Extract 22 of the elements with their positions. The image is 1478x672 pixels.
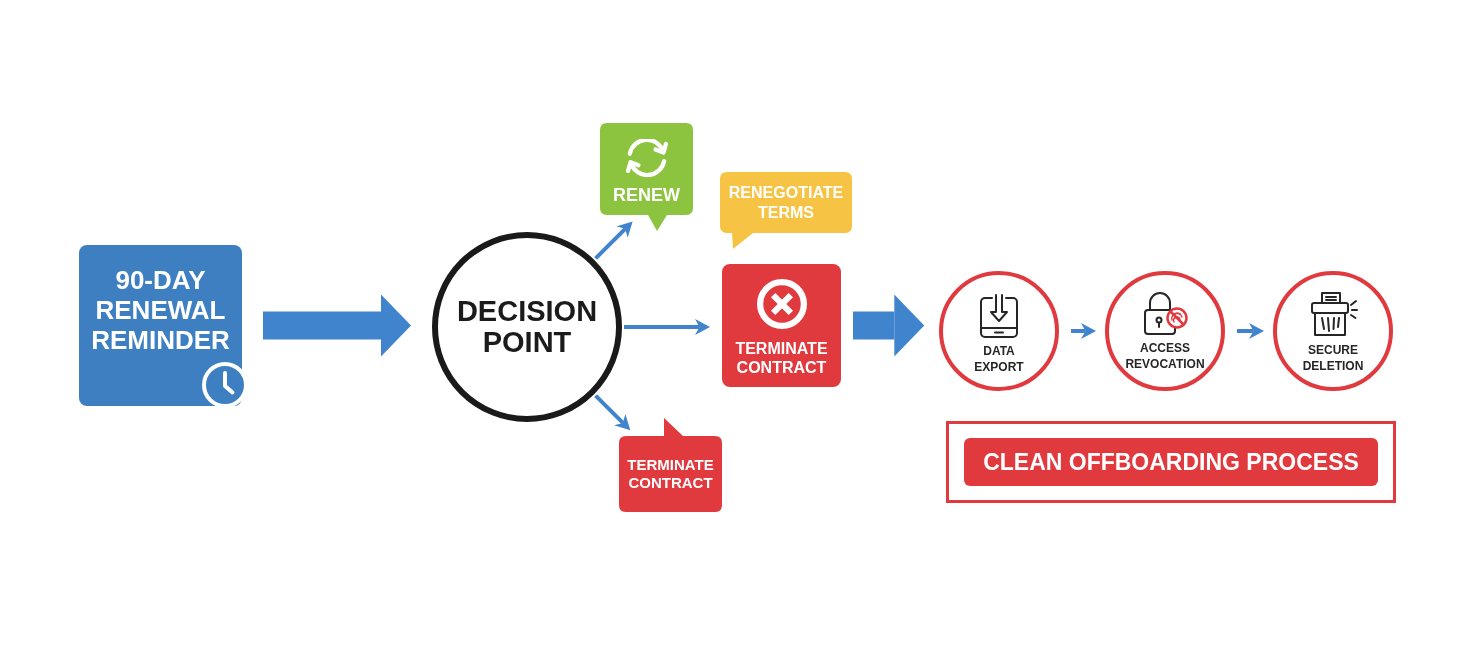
arrow — [1071, 323, 1096, 339]
node-label: RENEW — [613, 184, 680, 206]
speech-bubble — [600, 123, 693, 231]
node-label: ACCESS REVOCATION — [1124, 340, 1206, 372]
node-label: DATA EXPORT — [973, 343, 1025, 375]
block-arrow — [853, 294, 925, 357]
banner-frame — [946, 421, 1396, 503]
arrow — [624, 319, 710, 335]
node-label: TERMINATE CONTRACT — [734, 339, 829, 377]
arrow — [594, 394, 631, 431]
speech-bubble — [720, 172, 852, 249]
node-label: RENEGOTIATE TERMS — [727, 182, 845, 223]
banner-title: CLEAN OFFBOARDING PROCESS — [964, 438, 1378, 486]
speech-bubble — [619, 418, 722, 512]
node-label: 90-DAY RENEWAL REMINDER — [90, 265, 231, 355]
node-label: SECURE DELETION — [1301, 342, 1365, 374]
node-label: TERMINATE CONTRACT — [626, 456, 715, 492]
block-arrow — [263, 294, 411, 357]
node-label: DECISION POINT — [455, 296, 599, 358]
arrow — [1237, 323, 1264, 339]
arrow — [594, 221, 633, 260]
terminate-card — [722, 264, 841, 387]
